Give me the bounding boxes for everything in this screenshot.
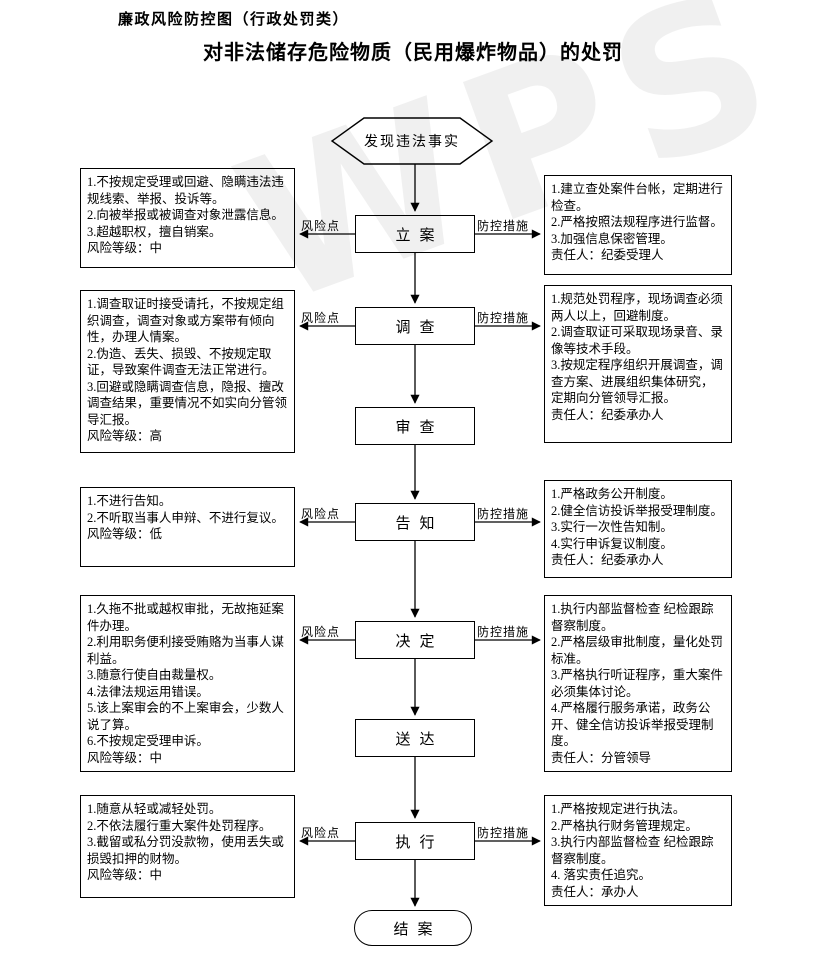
control-measure-label: 防控措施 (477, 625, 530, 639)
risk-point-label: 风险点 (301, 625, 341, 639)
control-measure-label: 防控措施 (477, 507, 530, 521)
risk-box-execute: 1.随意从轻或减轻处罚。 2.不依法履行重大案件处罚程序。 3.截留或私分罚没款… (80, 795, 295, 898)
control-measure-label: 防控措施 (477, 311, 530, 325)
control-measure-label: 防控措施 (477, 219, 530, 233)
page-title: 廉政风险防控图（行政处罚类） (118, 12, 350, 28)
end-node: 结案 (354, 910, 472, 946)
risk-box-decide: 1.久拖不批或越权审批，无故拖延案件办理。 2.利用职务便利接受贿赂为当事人谋利… (80, 595, 295, 772)
risk-point-label: 风险点 (301, 311, 341, 325)
flow-step-investigate: 调查 (355, 307, 475, 345)
flow-step-notify: 告知 (355, 503, 475, 541)
flow-step-deliver: 送达 (355, 719, 475, 757)
document-title: 对非法储存危险物质（民用爆炸物品）的处罚 (203, 42, 623, 64)
risk-box-notify: 1.不进行告知。 2.不听取当事人申辩、不进行复议。 风险等级：低 (80, 487, 295, 567)
flow-step-execute: 执行 (355, 822, 475, 860)
risk-point-label: 风险点 (301, 826, 341, 840)
risk-point-label: 风险点 (301, 507, 341, 521)
control-box-file-case: 1.建立查处案件台帐，定期进行检查。 2.严格按照法规程序进行监督。 3.加强信… (544, 175, 732, 275)
control-box-decide: 1.执行内部监督检查 纪检跟踪督察制度。 2.严格层级审批制度，量化处罚标准。 … (544, 595, 732, 772)
control-box-notify: 1.严格政务公开制度。 2.健全信访投诉举报受理制度。 3.实行一次性告知制。 … (544, 480, 732, 578)
control-measure-label: 防控措施 (477, 826, 530, 840)
flow-step-review: 审查 (355, 407, 475, 445)
control-box-investigate: 1.规范处罚程序，现场调查必须两人以上，回避制度。 2.调查取证可采取现场录音、… (544, 285, 732, 443)
flow-step-file-case: 立案 (355, 215, 475, 253)
risk-box-file-case: 1.不按规定受理或回避、隐瞒违法违规线索、举报、投诉等。 2.向被举报或被调查对… (80, 168, 295, 268)
risk-point-label: 风险点 (301, 219, 341, 233)
control-box-execute: 1.严格按规定进行执法。 2.严格执行财务管理规定。 3.执行内部监督检查 纪检… (544, 795, 732, 906)
risk-box-investigate: 1.调查取证时接受请托，不按规定组织调查，调查对象或方案带有倾向性，办理人情案。… (80, 290, 295, 453)
flow-step-decide: 决定 (355, 621, 475, 659)
start-node: 发现违法事实 (364, 135, 460, 150)
